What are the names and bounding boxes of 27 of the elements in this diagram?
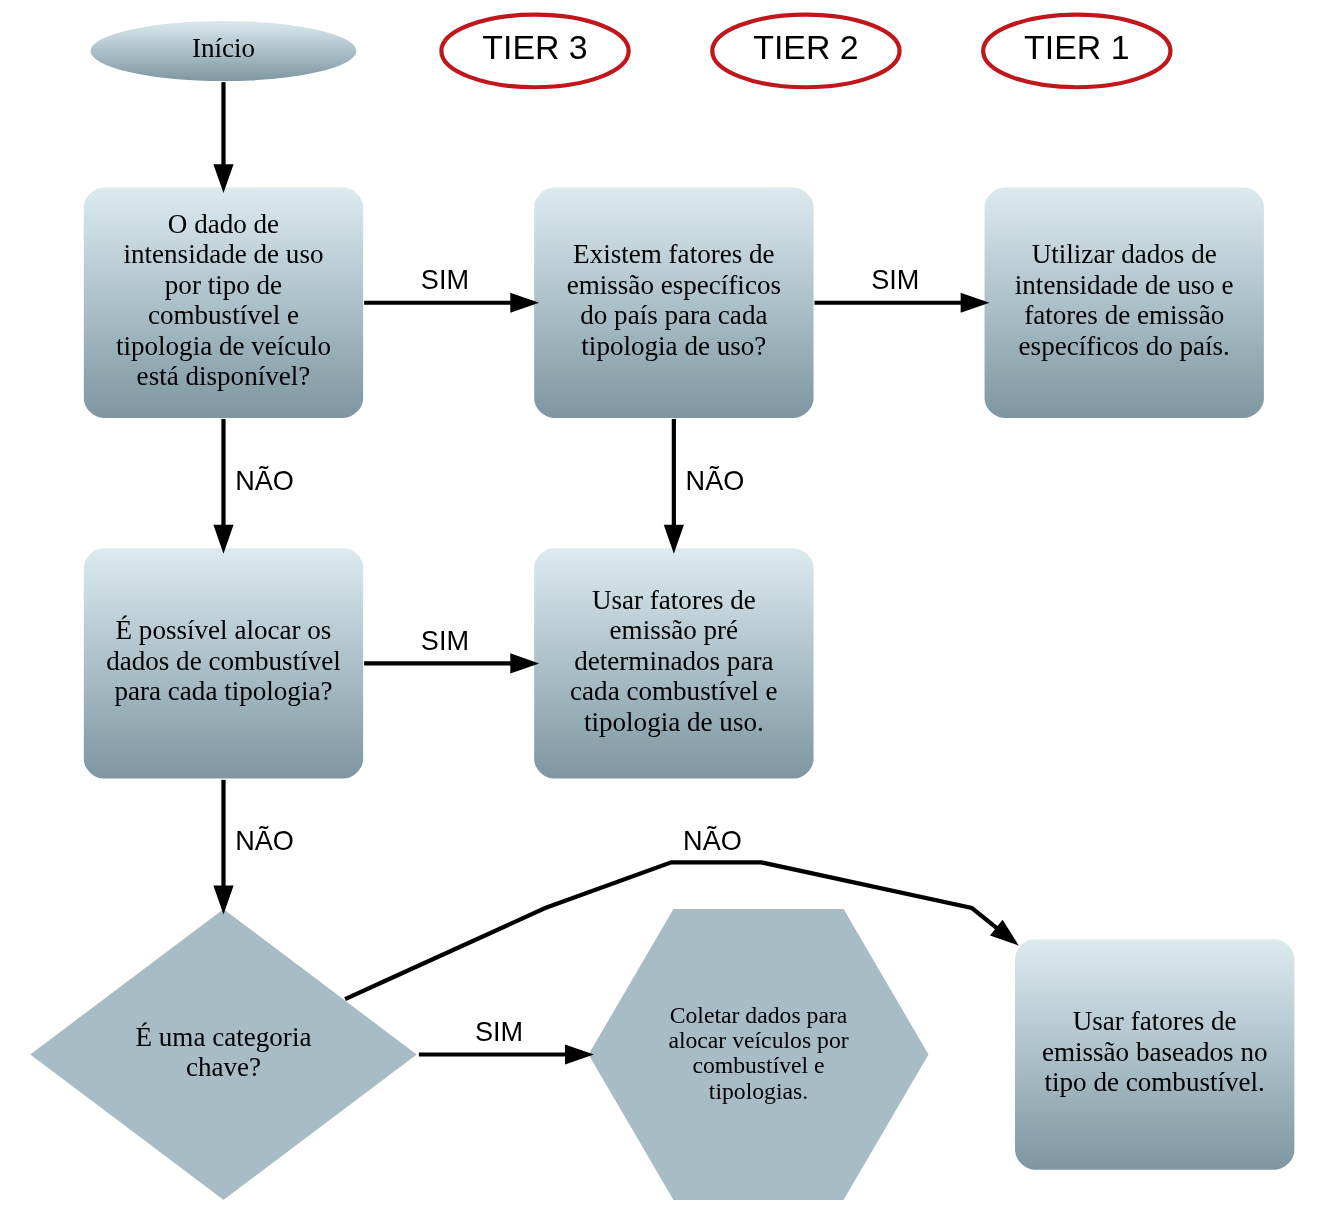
node-ellipse: TIER 3 <box>438 12 631 90</box>
arrow <box>212 779 234 915</box>
arrow <box>814 292 989 313</box>
arrow <box>363 292 539 313</box>
node-ellipse: TIER 2 <box>709 12 902 90</box>
node-box: O dado de intensidade de uso por tipo de combustível e tipologia de veículo está disponível? <box>81 185 365 420</box>
node-box: Existem fatores de emissão específicos do país para cada tipologia de uso? <box>531 185 815 420</box>
node-box: Usar fatores de emissão baseados no tipo de combustível. <box>1012 937 1296 1172</box>
node-box: É possível alocar os dados de combustível para cada tipologia? <box>81 546 365 781</box>
arrow <box>663 418 684 554</box>
node-box: Usar fatores de emissão pré determinados para cada combustível e tipologia de uso. <box>531 546 815 781</box>
edge-label: NÃO <box>234 825 294 857</box>
edge-label: NÃO <box>234 464 294 496</box>
edge-label: SIM <box>474 1015 523 1047</box>
arrow <box>212 418 234 554</box>
arrow <box>343 860 1019 1002</box>
node-box: Utilizar dados de intensidade de uso e fatores de emissão específicos do país. <box>982 185 1266 420</box>
edge-label: SIM <box>420 624 469 656</box>
node-ellipse: TIER 1 <box>980 12 1173 90</box>
node-ellipse: Início <box>88 19 358 83</box>
edge-label: NÃO <box>685 464 744 496</box>
edge-label: NÃO <box>682 825 742 857</box>
edge-label: SIM <box>420 263 469 295</box>
arrow <box>212 82 234 193</box>
edge-label: SIM <box>870 263 919 295</box>
arrow <box>418 1044 594 1065</box>
arrow <box>363 653 539 674</box>
